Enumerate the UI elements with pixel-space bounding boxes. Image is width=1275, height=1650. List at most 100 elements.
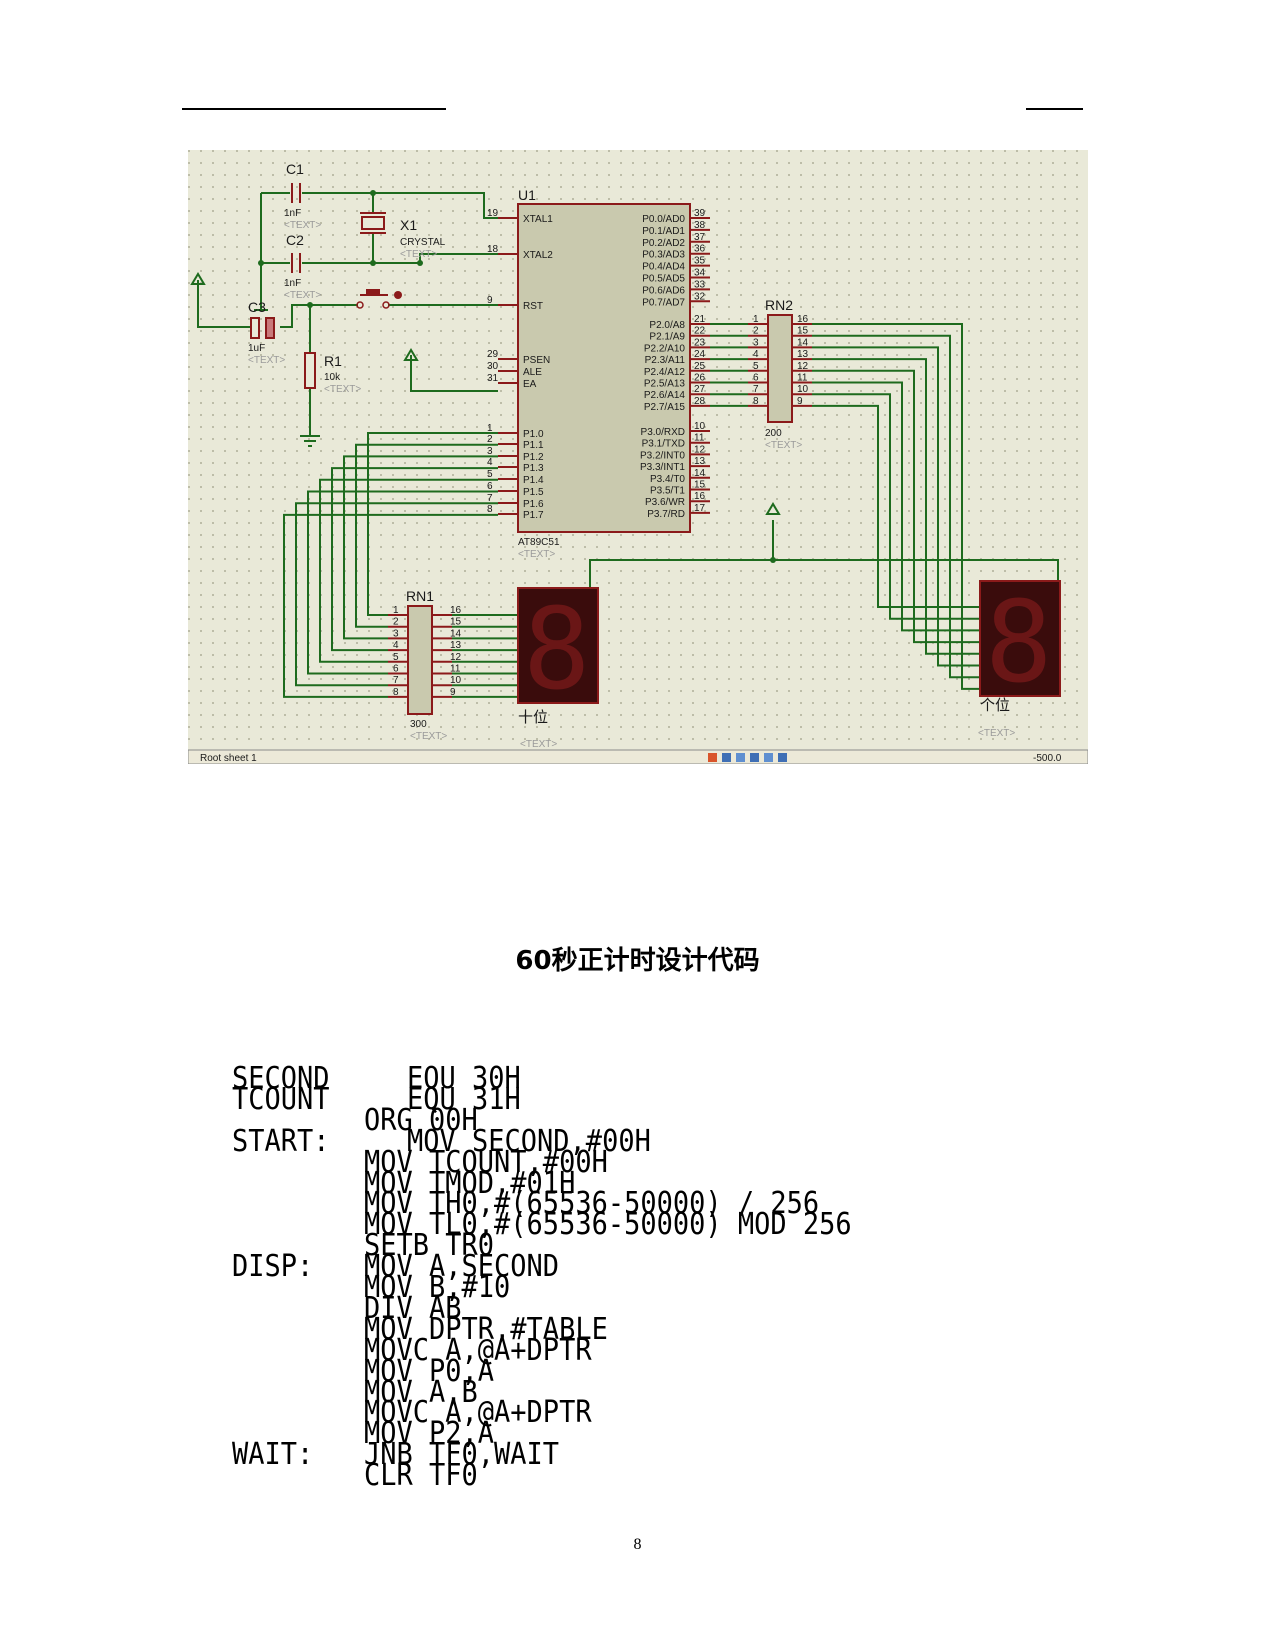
p2-pin-name: P2.3/A11 bbox=[645, 355, 686, 366]
x1-text: <TEXT> bbox=[400, 249, 437, 260]
p0-pin-name: P0.3/AD3 bbox=[642, 250, 685, 261]
c2-text: <TEXT> bbox=[284, 290, 321, 301]
wire-p1-3 bbox=[331, 467, 498, 652]
status-icon-e[interactable] bbox=[764, 753, 773, 762]
rn2-pin-num: 14 bbox=[797, 337, 809, 348]
rn2-pin-num: 6 bbox=[753, 373, 759, 384]
u1-pin-num: 19 bbox=[487, 208, 499, 219]
code-label: SECOND bbox=[232, 1061, 330, 1096]
p2-pin-num: 25 bbox=[694, 361, 706, 372]
p2-pin-num: 21 bbox=[694, 314, 706, 325]
code-instruction: SETB TR0 bbox=[364, 1228, 495, 1264]
p2-pin-name: P2.1/A9 bbox=[649, 332, 685, 343]
r1-value: 10k bbox=[324, 372, 341, 383]
tens-label: 十位 bbox=[518, 709, 548, 726]
u1-pin-name: P1.6 bbox=[523, 499, 544, 510]
code-label: TCOUNT bbox=[232, 1081, 330, 1117]
p3-pin-name: P3.4/T0 bbox=[650, 474, 685, 485]
status-icon-c[interactable] bbox=[736, 753, 745, 762]
rn1-pin-num: 8 bbox=[393, 687, 399, 698]
wires-rn1-to-tens-display bbox=[452, 614, 518, 698]
p3-pin-num: 14 bbox=[694, 468, 706, 479]
display-power-wiring bbox=[589, 502, 1059, 588]
p3-pin-name: P3.3/INT1 bbox=[640, 462, 685, 473]
u1-part: AT89C51 bbox=[518, 537, 560, 548]
code-instruction: CLR TF0 bbox=[364, 1458, 478, 1494]
status-sheet: Root sheet 1 bbox=[200, 753, 257, 764]
wire-p1-2 bbox=[343, 455, 498, 640]
tens-text: <TEXT> bbox=[520, 739, 557, 750]
u1-pin-name: XTAL2 bbox=[523, 250, 553, 261]
header-rule-left bbox=[182, 108, 446, 110]
reset-circuit bbox=[190, 272, 518, 447]
rn2-pin-num: 10 bbox=[797, 384, 809, 395]
p2-pin-num: 22 bbox=[694, 326, 706, 337]
p2-pin-name: P2.5/A13 bbox=[644, 379, 686, 390]
microcontroller-u1: U1 AT89C51 <TEXT> 19XTAL118XTAL29RST29PS… bbox=[487, 187, 710, 560]
p3-pin-num: 11 bbox=[694, 433, 705, 444]
c3-value: 1uF bbox=[248, 343, 265, 354]
p3-pin-name: P3.0/RXD bbox=[641, 427, 685, 438]
code-instruction: MOV DPTR,#TABLE bbox=[364, 1311, 608, 1347]
rn1-pin-num: 12 bbox=[450, 652, 462, 663]
p3-pin-name: P3.6/WR bbox=[645, 497, 685, 508]
u1-pin-num: 9 bbox=[487, 295, 493, 306]
p3-pin-num: 13 bbox=[694, 456, 706, 467]
rn1-pin-num: 16 bbox=[450, 605, 462, 616]
rn2-pin-num: 5 bbox=[753, 361, 759, 372]
status-icon-b[interactable] bbox=[722, 753, 731, 762]
status-icon-a[interactable] bbox=[708, 753, 717, 762]
wires-rn2-to-ones-display bbox=[812, 323, 980, 690]
code-instruction: MOV TMOD,#01H bbox=[364, 1165, 576, 1201]
c1-value: 1nF bbox=[284, 208, 301, 219]
x1-ref: X1 bbox=[400, 217, 417, 233]
p0-pin-num: 32 bbox=[694, 291, 706, 302]
p0-pin-num: 33 bbox=[694, 279, 706, 290]
rn1-pin-num: 6 bbox=[393, 664, 399, 675]
rn2-pin-num: 1 bbox=[753, 314, 759, 325]
u1-pin-num: 5 bbox=[487, 469, 493, 480]
header-rule-right bbox=[1026, 108, 1083, 110]
rn1-value: 300 bbox=[410, 719, 427, 730]
wire-rn2-seg-7 bbox=[812, 404, 980, 608]
p2-pin-num: 26 bbox=[694, 373, 706, 384]
u1-pin-name: XTAL1 bbox=[523, 214, 553, 225]
rn1-pin-num: 5 bbox=[393, 652, 399, 663]
status-icon-d[interactable] bbox=[750, 753, 759, 762]
p3-pin-num: 15 bbox=[694, 480, 706, 491]
p2-pin-name: P2.7/A15 bbox=[644, 402, 686, 413]
code-label: START: bbox=[232, 1123, 330, 1159]
p3-pin-num: 10 bbox=[694, 421, 706, 432]
capacitor-c3: C3 1uF <TEXT> bbox=[248, 299, 285, 366]
rn1-pin-num: 4 bbox=[393, 640, 399, 651]
p3-pin-num: 16 bbox=[694, 491, 706, 502]
p2-pin-name: P2.0/A8 bbox=[649, 320, 685, 331]
p0-pin-name: P0.2/AD2 bbox=[642, 238, 685, 249]
code-instruction: MOV TCOUNT,#00H bbox=[364, 1144, 608, 1180]
u1-pin-name: P1.7 bbox=[523, 510, 544, 521]
status-icon-f[interactable] bbox=[778, 753, 787, 762]
rn2-pin-num: 8 bbox=[753, 396, 759, 407]
rn1-pin-num: 13 bbox=[450, 640, 462, 651]
code-instruction: MOV A,SECOND bbox=[364, 1249, 560, 1285]
r1-ref: R1 bbox=[324, 353, 342, 369]
c1-text: <TEXT> bbox=[284, 220, 321, 231]
p3-pin-num: 12 bbox=[694, 444, 706, 455]
rn1-pin-num: 10 bbox=[450, 675, 462, 686]
u1-pin-num: 18 bbox=[487, 244, 499, 255]
code-instruction: MOV SECOND,#00H bbox=[407, 1123, 651, 1159]
seven-segment-tens: 8 十位 <TEXT> bbox=[517, 585, 599, 750]
rn2-value: 200 bbox=[765, 428, 782, 439]
ones-text: <TEXT> bbox=[978, 728, 1015, 739]
capacitor-c1: C1 1nF <TEXT> bbox=[284, 161, 321, 231]
p0-pin-num: 34 bbox=[694, 268, 706, 279]
rn2-ref: RN2 bbox=[765, 297, 793, 313]
code-instruction: MOV B,#10 bbox=[364, 1270, 511, 1305]
code-instruction: EQU 30H bbox=[407, 1061, 521, 1096]
p3-pin-name: P3.2/INT0 bbox=[640, 450, 685, 461]
c2-ref: C2 bbox=[286, 232, 304, 248]
crystal-x1: X1 CRYSTAL <TEXT> bbox=[360, 212, 446, 260]
u1-pin-name: P1.3 bbox=[523, 463, 544, 474]
rn1-pin-num: 11 bbox=[450, 664, 461, 675]
